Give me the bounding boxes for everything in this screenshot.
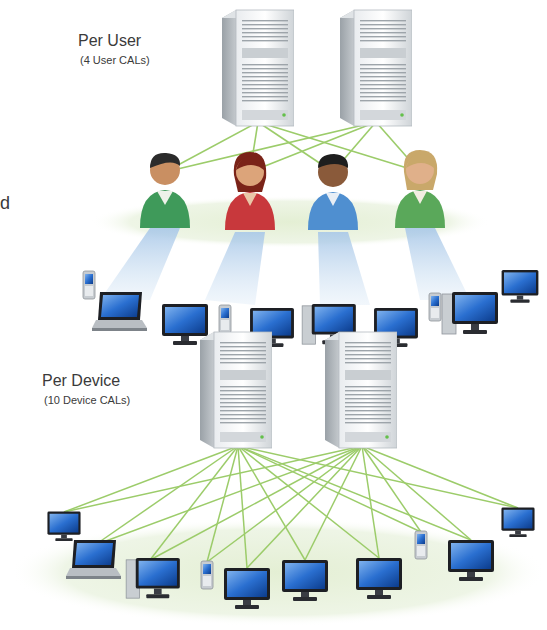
connection-line	[207, 446, 362, 562]
connection-line	[362, 446, 471, 540]
section-subheading: (4 User CALs)	[80, 54, 150, 67]
connection-line	[207, 446, 238, 562]
connection-line	[150, 446, 362, 560]
connection-line	[238, 446, 247, 568]
connection-line	[362, 446, 379, 558]
connection-line	[95, 446, 238, 545]
cut-off-text: d	[0, 193, 10, 214]
connection-line	[247, 446, 362, 568]
connection-line	[362, 446, 518, 508]
section-heading: Per User	[78, 32, 141, 50]
connection-line	[95, 446, 362, 545]
section-subheading: (10 Device CALs)	[44, 394, 130, 407]
connection-line	[305, 446, 362, 560]
connection-line	[150, 446, 238, 560]
section-heading: Per Device	[42, 372, 120, 390]
